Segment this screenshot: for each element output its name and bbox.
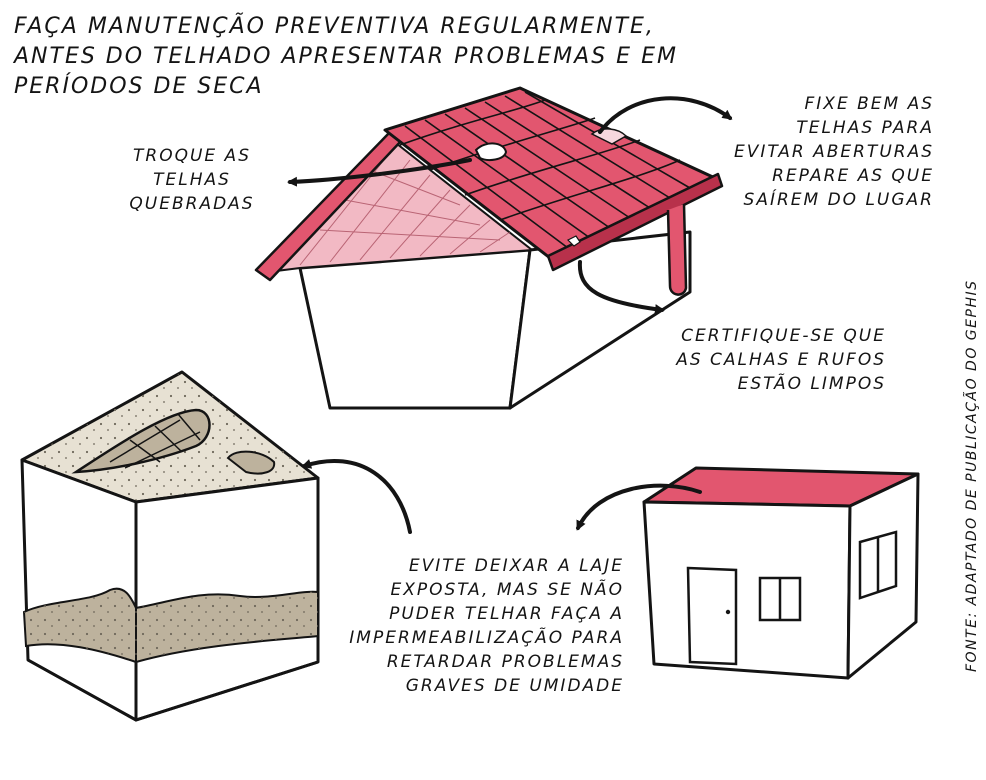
note-line: evitar aberturas (734, 142, 934, 162)
house-side-wall (508, 230, 692, 410)
arrow-from-flat-roof (576, 483, 702, 531)
note-line: impermeabilização para (349, 628, 624, 648)
note-line: retardar problemas (386, 652, 624, 672)
gutter-downpipe (666, 203, 688, 296)
note-line: graves de umidade (405, 676, 624, 696)
note-line: fixe bem as (804, 94, 934, 114)
front-window (758, 576, 802, 622)
title-line: Faça manutenção preventiva regularmente, (14, 14, 655, 39)
tile-rows (399, 91, 691, 249)
arrow-to-ceiling (301, 459, 412, 534)
note-line: repare as que (772, 166, 934, 186)
title-line: períodos de seca (14, 74, 264, 99)
flat-house-front-wall (642, 500, 852, 680)
stain-speckles (24, 588, 318, 662)
source-credit: Fonte: adaptado de publicação do Gephis (964, 279, 980, 672)
door (686, 566, 738, 666)
side-window (858, 530, 898, 600)
note-line: puder telhar faça a (389, 604, 624, 624)
note-line: troque as (133, 146, 251, 166)
ceiling-crack-small (226, 450, 276, 475)
arrow-to-broken-tiles (287, 158, 472, 187)
note-fix-tiles: fixe bem as telhas para evitar aberturas… (700, 92, 934, 212)
note-line: as calhas e rufos (676, 350, 886, 370)
note-broken-tiles: troque as telhas quebradas (128, 144, 256, 216)
note-line: certifique-se que (681, 326, 886, 346)
title-line: antes do telhado apresentar problemas e … (14, 44, 678, 69)
arrow-to-gutters (577, 260, 665, 315)
note-gutters: certifique-se que as calhas e rufos estã… (650, 324, 886, 396)
note-line: saírem do lugar (743, 190, 934, 210)
note-line: exposta, mas se não (390, 580, 624, 600)
roof-fascia (546, 172, 724, 272)
note-line: telhas para (796, 118, 934, 138)
note-slab: evite deixar a laje exposta, mas se não … (326, 554, 624, 698)
flat-roof-house (642, 466, 920, 680)
dirt-in-gutter (566, 235, 581, 247)
crack-lines (109, 413, 201, 469)
house-front-wall (298, 248, 532, 410)
room-with-damaged-ceiling (20, 370, 320, 722)
note-line: estão limpos (737, 374, 886, 394)
note-line: telhas (153, 170, 231, 190)
broken-tile-hole (474, 142, 508, 161)
callout-arrows (287, 96, 733, 534)
page-title: Faça manutenção preventiva regularmente,… (14, 12, 714, 102)
note-line: quebradas (129, 194, 255, 214)
note-line: evite deixar a laje (408, 556, 624, 576)
roof-frame-lines (299, 149, 511, 266)
room-floor (27, 658, 319, 722)
door-knob (725, 609, 731, 615)
arrow-to-fix-tiles (598, 96, 733, 134)
house-with-tiled-roof (254, 86, 724, 410)
